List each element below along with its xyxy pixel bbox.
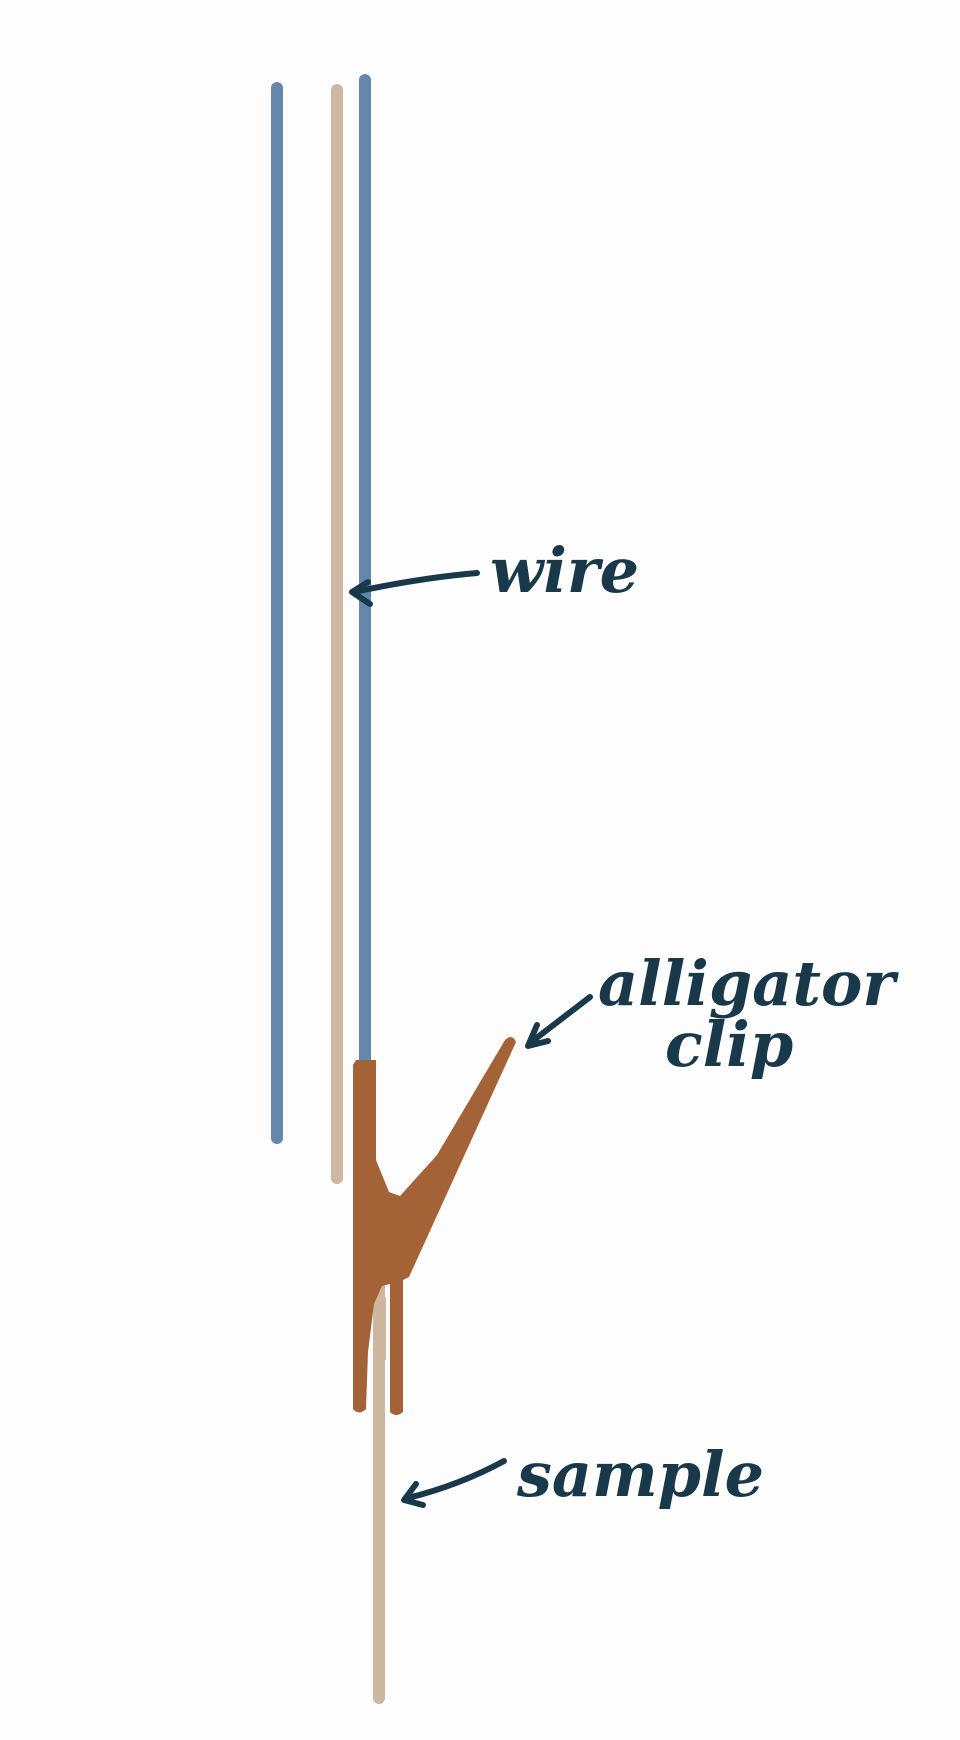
- wire-arrow: [349, 570, 480, 607]
- alligator-clip-arrow: [525, 994, 593, 1049]
- sample-arrow: [401, 1458, 507, 1508]
- alligator-clip-label-line1: alligator: [598, 947, 899, 1020]
- wire-label: wire: [490, 534, 639, 607]
- wire-annotation: wire: [349, 534, 639, 607]
- alligator-clip-annotation: alligator clip: [525, 947, 899, 1081]
- alligator-clip-label-line2: clip: [665, 1008, 793, 1081]
- sample-annotation: sample: [401, 1438, 764, 1511]
- alligator-clip: [353, 1036, 516, 1415]
- sample-label: sample: [516, 1438, 764, 1511]
- sample-tip: [373, 1290, 386, 1360]
